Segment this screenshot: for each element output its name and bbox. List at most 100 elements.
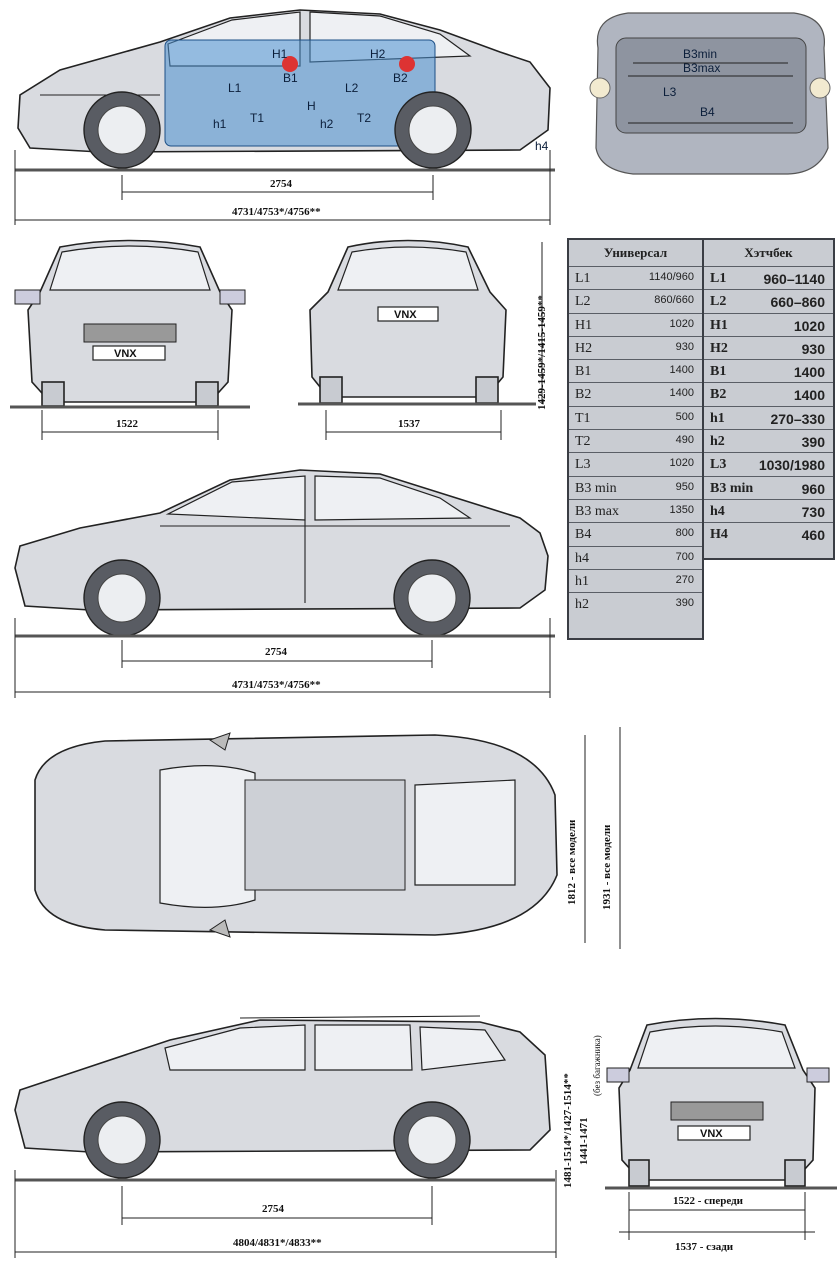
- label-B2: B2: [393, 71, 408, 85]
- wagon-rear-track: 1537 - сзади: [675, 1241, 734, 1253]
- table-key: B3 min: [575, 480, 617, 496]
- table-key: L3: [710, 457, 727, 473]
- table-row-wagon: h1 270: [569, 568, 702, 592]
- table-key: B3 min: [710, 480, 754, 496]
- wagon-wheelbase-label: 2754: [262, 1203, 285, 1215]
- side-length-label: 4731/4753*/4756**: [232, 679, 321, 691]
- table-key: H4: [710, 527, 728, 543]
- table-key: B4: [575, 527, 592, 543]
- side-wheelbase-label: 2754: [265, 646, 288, 658]
- table-row-wagon: B3 min 950: [569, 475, 702, 499]
- label-H: H: [307, 99, 316, 113]
- table-key: h1: [575, 573, 589, 589]
- wagon-height-label: 1481-1514*/1427-1514**: [562, 1073, 574, 1188]
- table-value: 270–330: [770, 410, 825, 427]
- table-row-wagon: T1 500: [569, 405, 702, 429]
- table-row-wagon: B4 800: [569, 522, 702, 545]
- table-row-wagon: L2 860/660: [569, 289, 702, 312]
- label-T2: T2: [357, 111, 371, 125]
- table-key: L3: [575, 457, 591, 473]
- table-row-hatch: B1 1400: [704, 359, 833, 382]
- trunk-view: B3min B3max L3 B4: [589, 12, 831, 175]
- table-value: 1020: [793, 317, 825, 334]
- label-B3min: B3min: [683, 47, 717, 61]
- table-value: 1400: [793, 387, 825, 404]
- table-value: 950: [675, 480, 694, 493]
- table-key: B2: [710, 387, 727, 403]
- table-value: 500: [675, 410, 694, 423]
- table-value: 800: [675, 527, 694, 540]
- table-row-wagon: T2 490: [569, 429, 702, 452]
- wheelbase-label: 2754: [270, 178, 293, 190]
- table-row-hatch: B2 1400: [704, 382, 833, 405]
- table-value: 1030/1980: [758, 457, 825, 474]
- label-B1: B1: [283, 71, 298, 85]
- table-value: 1140/960: [648, 271, 694, 283]
- table-key: h4: [710, 503, 725, 519]
- table-value: 1020: [669, 457, 694, 470]
- rear-track-label: 1537: [398, 418, 421, 430]
- table-key: L2: [710, 294, 727, 310]
- table-value: 960–1140: [763, 271, 825, 287]
- table-key: H2: [710, 340, 728, 356]
- table-value: 1400: [669, 364, 694, 377]
- plate-front: VNX: [114, 348, 137, 360]
- table-key: L2: [575, 294, 591, 310]
- table-value: 270: [675, 573, 694, 586]
- table-row-hatch: L2 660–860: [704, 289, 833, 312]
- table-row-hatch: h1 270–330: [704, 405, 833, 429]
- table-row-hatch: B3 min 960: [704, 475, 833, 499]
- table-key: B1: [710, 364, 727, 380]
- table-key: B2: [575, 387, 592, 403]
- label-L3: L3: [663, 85, 677, 99]
- table-key: H2: [575, 340, 593, 356]
- table-row-wagon: L3 1020: [569, 452, 702, 475]
- table-row-wagon: B1 1400: [569, 359, 702, 382]
- side-hatch-view: 2754 4731/4753*/4756**: [14, 469, 555, 698]
- rear-view: VNX 1537: [298, 239, 543, 440]
- width-label-1812: 1812 - все модели: [566, 819, 578, 905]
- table-value: 660–860: [770, 294, 825, 311]
- table-key: T1: [575, 410, 591, 426]
- wagon-side-view: 2754 4804/4831*/4833**: [14, 1015, 557, 1258]
- table-empty-area: [704, 558, 835, 642]
- table-key: B1: [575, 364, 592, 380]
- table-value: 490: [675, 434, 694, 447]
- table-value: 460: [801, 527, 825, 544]
- table-header-hatch: Хэтчбек: [744, 245, 793, 260]
- label-B4: B4: [700, 105, 715, 119]
- front-view: VNX 1522: [10, 239, 250, 440]
- table-key: H1: [710, 317, 728, 333]
- table-header-wagon: Универсал: [603, 245, 668, 260]
- table-value: 960: [801, 480, 825, 497]
- width-label-1931: 1931 - все модели: [601, 824, 613, 910]
- table-value: 1020: [669, 317, 694, 330]
- wagon-front-track: 1522 - спереди: [673, 1195, 744, 1207]
- table-row-wagon: B3 max 1350: [569, 498, 702, 522]
- label-h1: h1: [213, 117, 227, 131]
- height-label: 1429-1459*/1415-1459**: [536, 295, 548, 410]
- front-track-label: 1522: [116, 418, 139, 430]
- table-key: T2: [575, 434, 591, 450]
- label-L1: L1: [228, 81, 242, 95]
- table-value: 1400: [793, 364, 825, 381]
- interior-cutaway-view: H1 H2 B1 B2 L1 L2 T1 T2 h1 h2 H h4 2754 …: [14, 9, 555, 225]
- wagon-front-view: VNX 1522 - спереди 1537 - сзади: [605, 1017, 837, 1253]
- wagon-height2-label: 1441-1471: [578, 1117, 590, 1165]
- table-key: h1: [710, 410, 725, 426]
- table-key: B3 max: [575, 503, 619, 519]
- table-value: 860/660: [654, 294, 694, 307]
- table-value: 1350: [669, 503, 694, 516]
- label-L2: L2: [345, 81, 359, 95]
- top-view: [34, 727, 621, 949]
